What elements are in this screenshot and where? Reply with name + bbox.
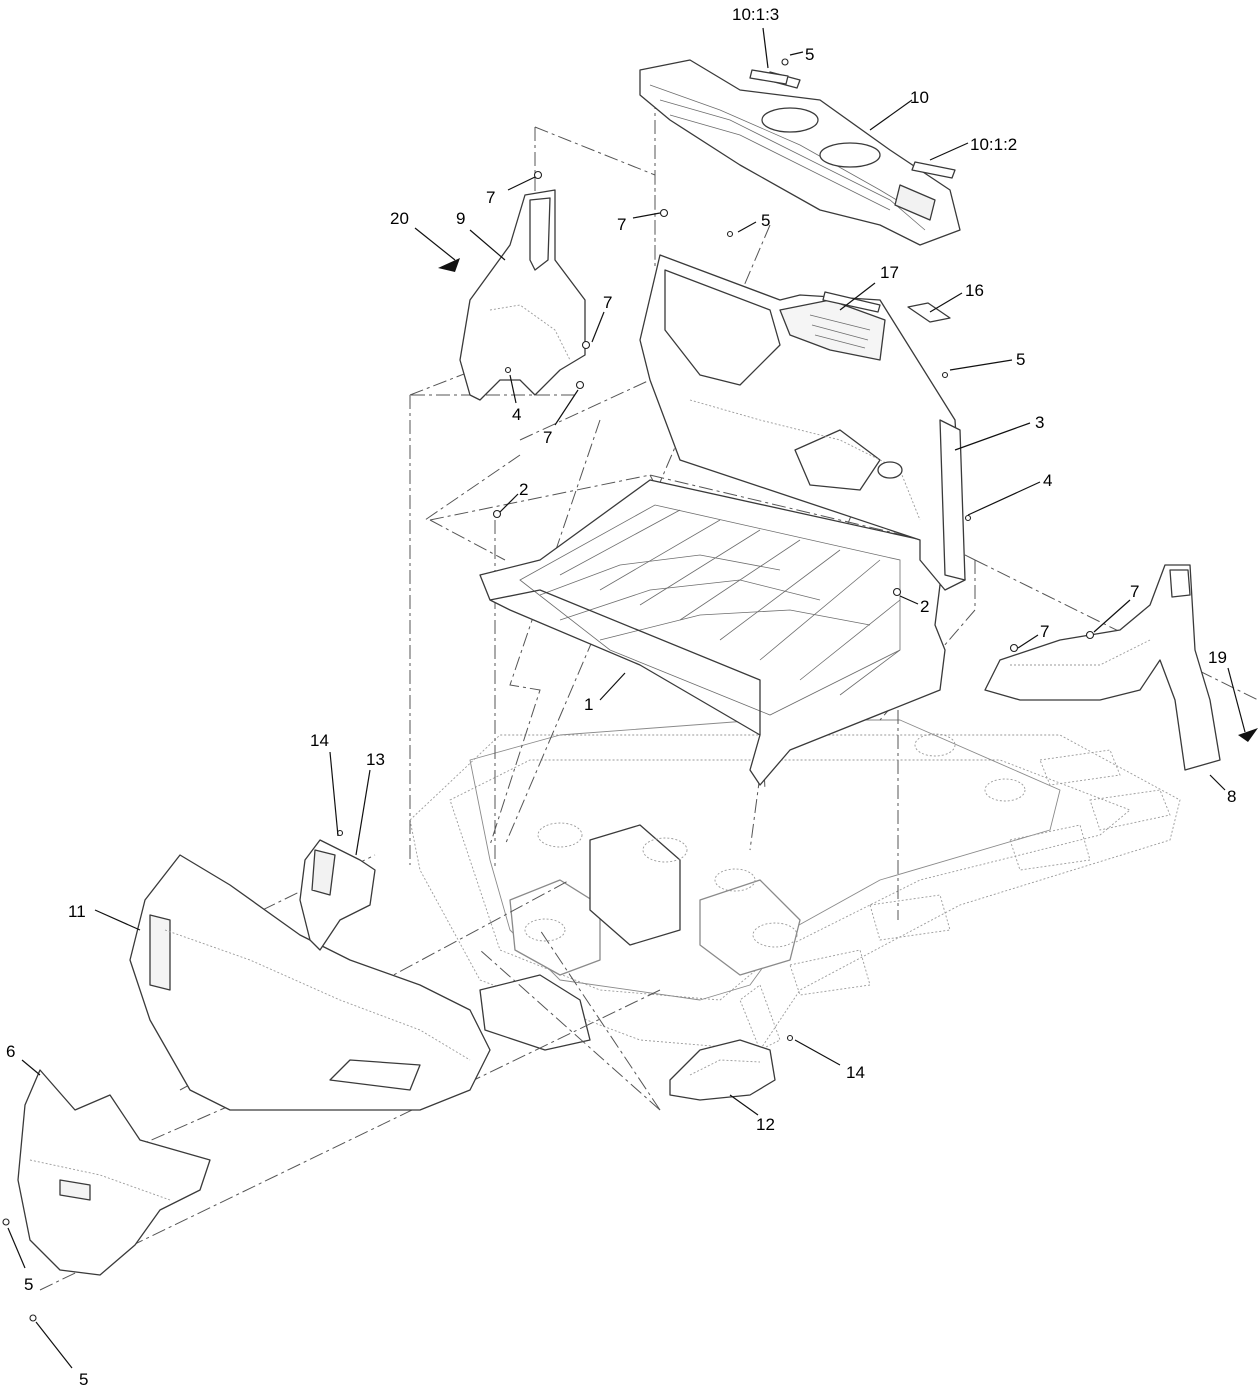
callout-12: 12	[756, 1115, 775, 1134]
part-16-decal	[907, 302, 951, 323]
callout-5: 5	[79, 1370, 88, 1389]
callout-11: 11	[68, 902, 86, 921]
chassis-frame	[409, 719, 1181, 1051]
callout-4: 4	[512, 405, 521, 424]
part-20-pointer-icon	[438, 258, 460, 272]
callout-labels: 10:1:3 5 10 10:1:2 7 20 9 7 5 17 16 7 5 …	[6, 5, 1236, 1389]
part-19-pointer-icon	[1238, 728, 1258, 742]
callout-5: 5	[761, 211, 770, 230]
callout-8: 8	[1227, 787, 1236, 806]
callout-4: 4	[1043, 471, 1052, 490]
callout-14: 14	[310, 731, 329, 750]
callout-19: 19	[1208, 648, 1227, 667]
callout-20: 20	[390, 209, 409, 228]
callout-6: 6	[6, 1042, 15, 1061]
part-10-1-3-decal	[749, 69, 789, 85]
callout-13: 13	[366, 750, 385, 769]
part-8-right-panel	[984, 564, 1221, 771]
callout-1: 1	[584, 695, 593, 714]
fastener-hardware	[2, 58, 1095, 1322]
callout-7: 7	[1040, 622, 1049, 641]
part-11-hood	[129, 854, 491, 1111]
callout-10: 10	[910, 88, 929, 107]
part-6-front-bumper	[17, 1069, 211, 1276]
callout-5: 5	[805, 45, 814, 64]
callout-7: 7	[486, 188, 495, 207]
callout-16: 16	[965, 281, 984, 300]
callout-7: 7	[617, 215, 626, 234]
part-10-seat-shroud	[639, 59, 961, 246]
callout-5: 5	[1016, 350, 1025, 369]
callout-14: 14	[846, 1063, 865, 1082]
part-3-seat-base	[639, 254, 966, 591]
part-1-floor-pan	[479, 479, 946, 786]
part-10-1-2-decal	[911, 161, 956, 179]
callout-2: 2	[920, 597, 929, 616]
part-9-left-panel	[459, 189, 586, 401]
callout-3: 3	[1035, 413, 1044, 432]
leader-lines	[7, 27, 1246, 1369]
callout-2: 2	[519, 480, 528, 499]
callout-10-1-2: 10:1:2	[970, 135, 1017, 154]
callout-9: 9	[456, 209, 465, 228]
callout-10-1-3: 10:1:3	[732, 5, 779, 24]
callout-5: 5	[24, 1275, 33, 1294]
callout-7: 7	[603, 293, 612, 312]
part-12-bracket	[669, 1039, 776, 1101]
part-17-decal	[822, 291, 881, 313]
callout-7: 7	[1130, 582, 1139, 601]
callout-17: 17	[880, 263, 899, 282]
callout-7: 7	[543, 428, 552, 447]
part-13-bracket	[299, 839, 376, 951]
